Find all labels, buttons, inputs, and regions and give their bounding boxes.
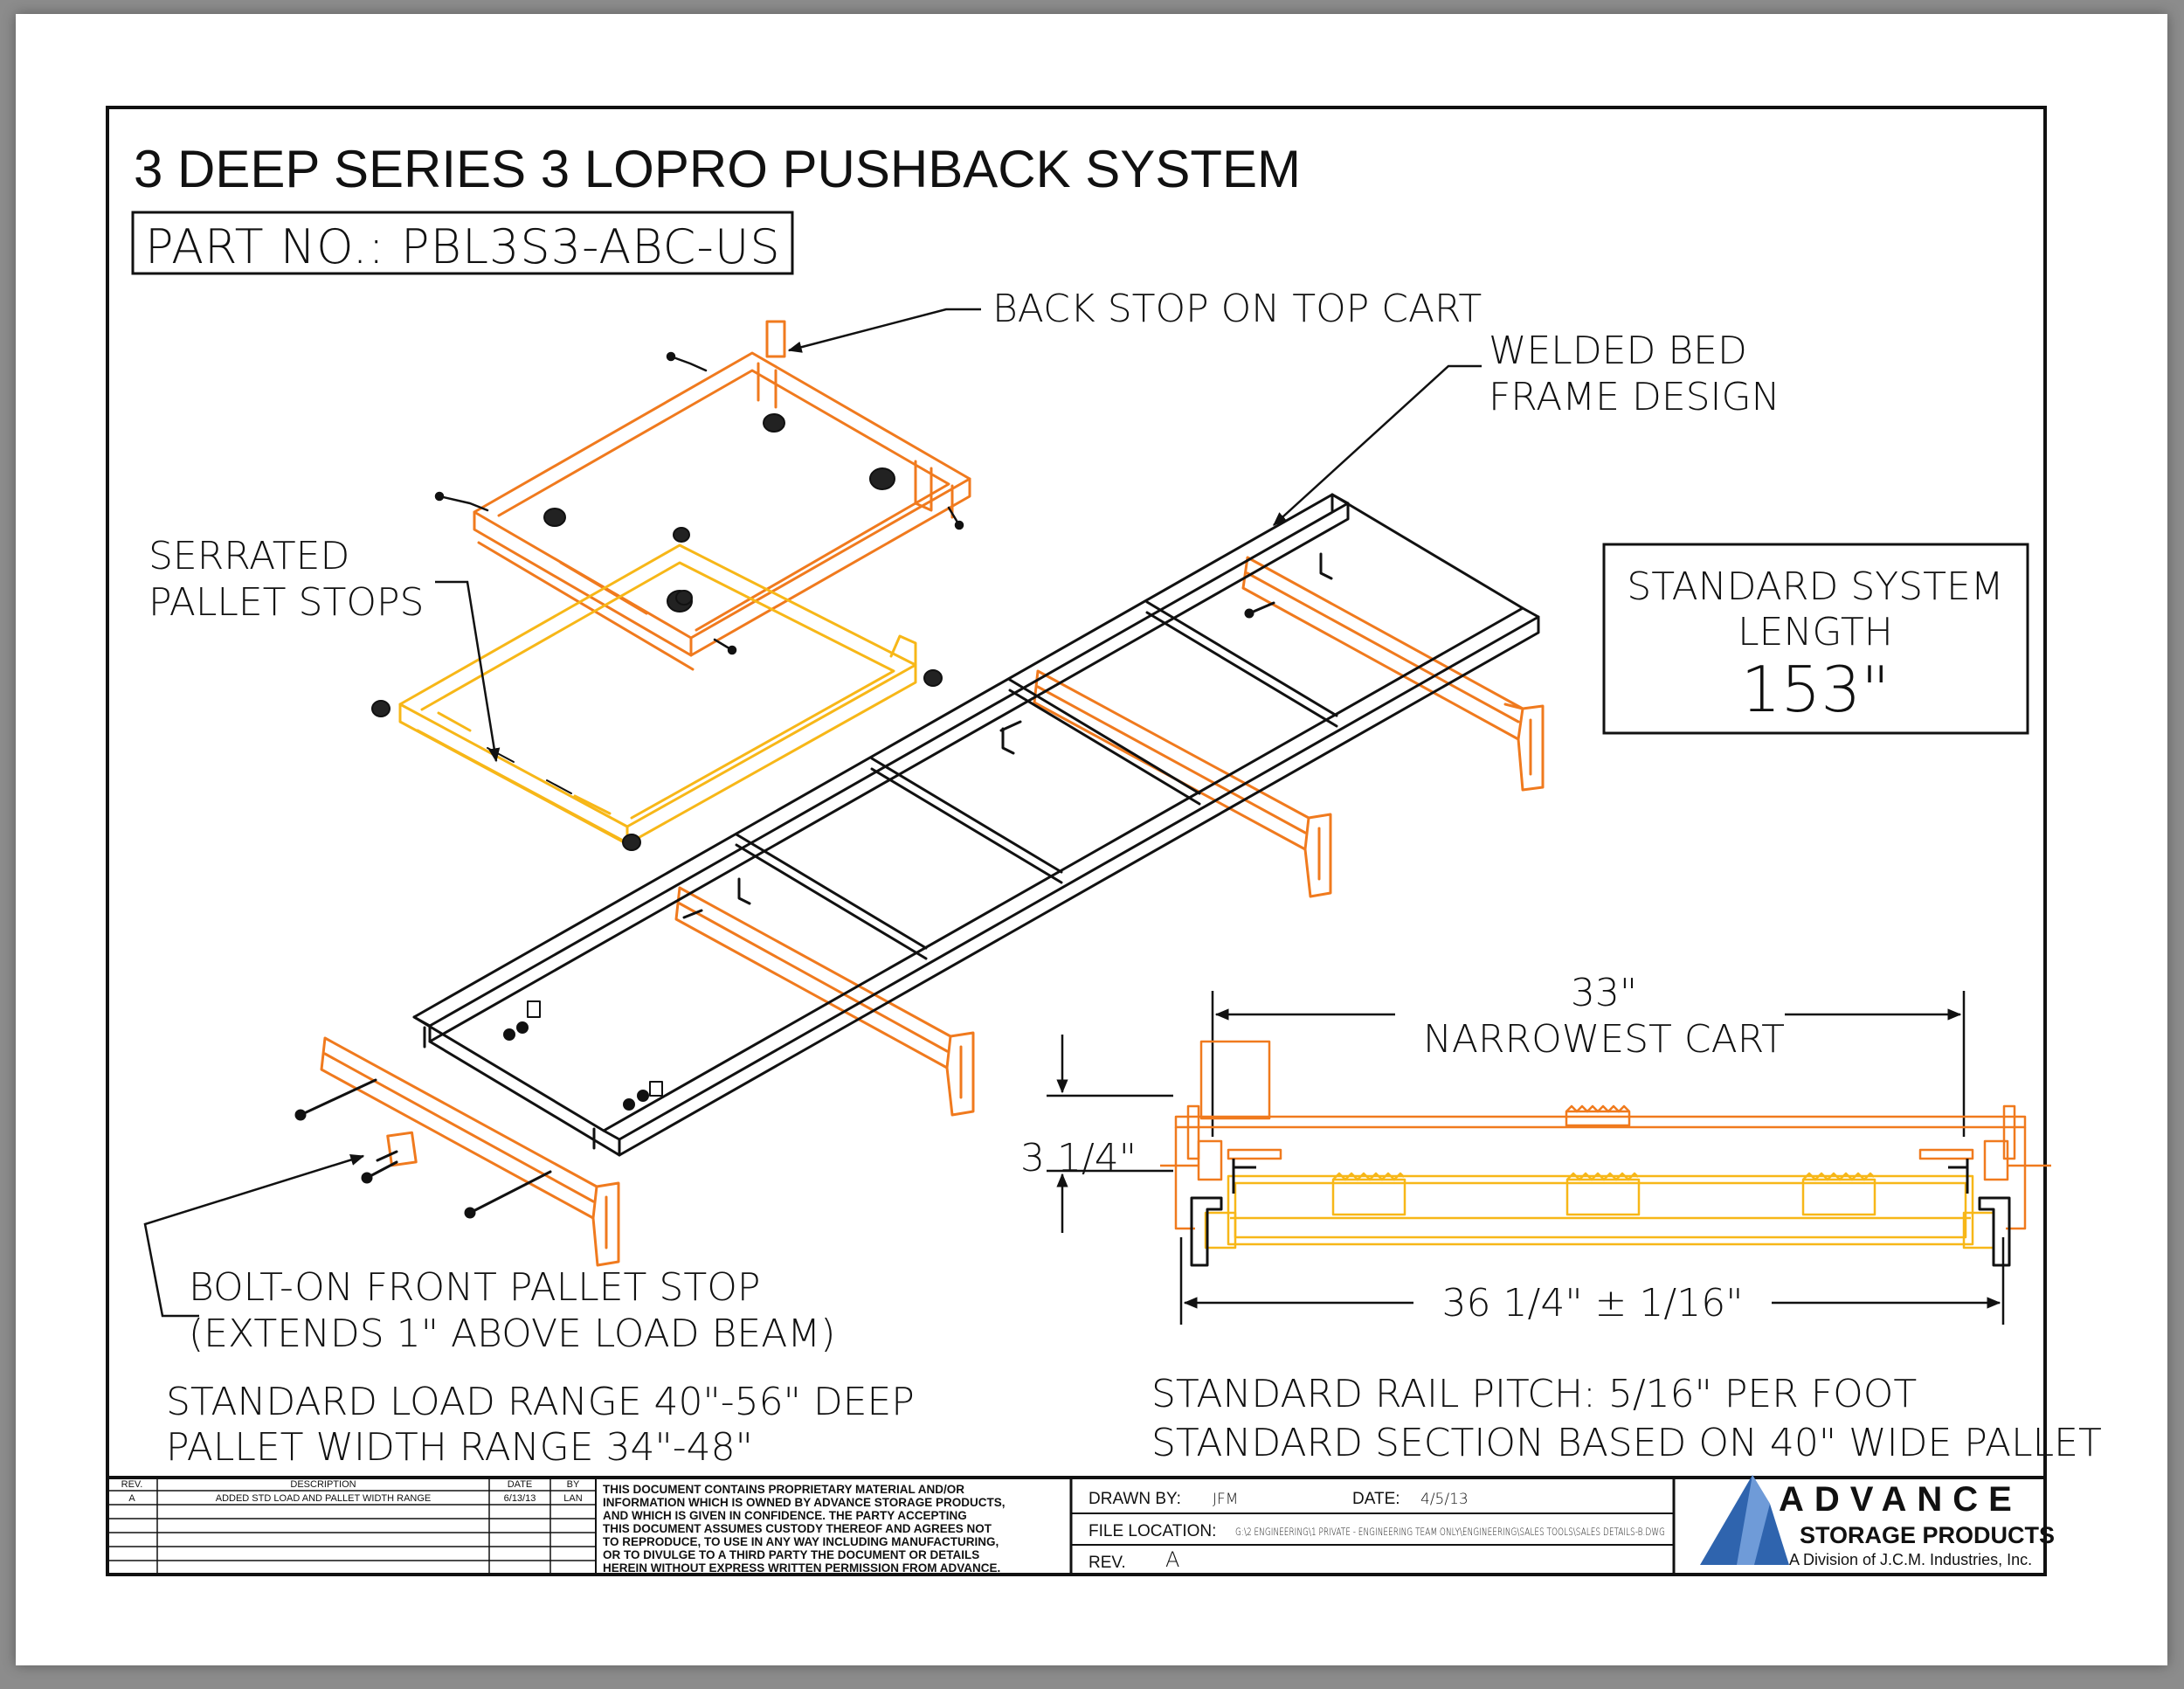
back-stop-callout: BACK STOP ON TOP CART [992,287,1482,331]
front-pallet-stop-plate [386,1131,418,1167]
load-range-note: STANDARD LOAD RANGE 40"-56" DEEP [166,1380,915,1424]
svg-text:INFORMATION WHICH IS OWNED BY: INFORMATION WHICH IS OWNED BY ADVANCE ST… [603,1496,1006,1509]
top-cart [473,320,971,671]
pushback-assembly [294,320,1545,1267]
rev-row-rev: A [128,1493,135,1504]
cart-width-value: 33" [1571,971,1637,1015]
welded-bed-callout-2: FRAME DESIGN [1489,375,1780,419]
part-number: PART NO.: PBL3S3-ABC-US [145,219,781,274]
pallet-width-note: PALLET WIDTH RANGE 34"-48" [166,1425,753,1470]
rev-row-date: 6/13/13 [504,1493,536,1504]
svg-text:THIS DOCUMENT ASSUMES CUSTODY: THIS DOCUMENT ASSUMES CUSTODY THEREOF AN… [603,1522,992,1535]
load-beam-mid-front [674,886,975,1117]
part-number-box [131,211,794,275]
rail-width-value: 36 1/4" ± 1/16" [1442,1281,1744,1326]
rev-header-by: BY [567,1479,580,1490]
system-length-line2: LENGTH [1738,610,1893,654]
svg-text:HEREIN WITHOUT EXPRESS WRITTEN: HEREIN WITHOUT EXPRESS WRITTEN PERMISSIO… [603,1561,1000,1575]
serrated-callout-2: PALLET STOPS [149,580,424,625]
section-yellow-cart [1204,1172,1995,1249]
rev-row-by: LAN [563,1493,582,1504]
svg-text:THIS DOCUMENT CONTAINS PROPRIE: THIS DOCUMENT CONTAINS PROPRIETARY MATER… [603,1483,964,1496]
rev-header-rev: REV. [121,1479,143,1490]
logo-subtitle: STORAGE PRODUCTS [1800,1522,2055,1548]
middle-cart [398,543,917,846]
serrated-stop [487,747,572,794]
welded-bed-callout-1: WELDED BED [1489,329,1747,373]
logo-division: A Division of J.C.M. Industries, Inc. [1789,1551,2032,1568]
system-length-box [1602,543,2029,735]
load-beam-mid-rear [1033,669,1332,898]
rail-width-dimension [1179,1237,2005,1325]
welded-bed-frame [412,493,1540,1157]
section-basis-note: STANDARD SECTION BASED ON 40" WIDE PALLE… [1151,1421,2102,1465]
rev-value: A [1165,1547,1179,1572]
logo-name: ADVANCE [1779,1480,2022,1519]
cart-width-label: NARROWEST CART [1423,1017,1785,1062]
disclaimer: THIS DOCUMENT CONTAINS PROPRIETARY MATER… [603,1483,1006,1575]
system-length-line1: STANDARD SYSTEM [1627,564,2003,609]
drawn-by-value: JFM [1213,1491,1238,1508]
date-label: DATE: [1352,1490,1400,1508]
top-cart-axles [434,351,964,655]
file-location-label: FILE LOCATION: [1089,1522,1216,1540]
system-length-value: 153" [1741,653,1890,726]
callout-leaders [143,308,1482,1318]
drawing-canvas: 3 DEEP SERIES 3 LOPRO PUSHBACK SYSTEM PA… [106,106,2102,1576]
date-value: 4/5/13 [1420,1491,1469,1508]
bolt-on-callout-2: (EXTENDS 1" ABOVE LOAD BEAM) [189,1312,835,1356]
svg-text:TO REPRODUCE, TO USE IN ANY WA: TO REPRODUCE, TO USE IN ANY WAY INCLUDIN… [603,1535,999,1548]
section-rails [1190,1159,2011,1267]
rev-label: REV. [1089,1554,1126,1572]
load-beams [320,556,1545,1267]
cart-width-dimension [1211,991,1966,1137]
bolt-on-callout-1: BOLT-ON FRONT PALLET STOP [189,1265,760,1310]
section-orange-cart [1160,1104,2051,1230]
load-beam-front [320,1036,620,1267]
rail-pitch-note: STANDARD RAIL PITCH: 5/16" PER FOOT [1151,1372,1917,1416]
rev-header-date: DATE [508,1479,533,1490]
advance-logo: ADVANCE STORAGE PRODUCTS A Division of J… [1700,1475,2055,1568]
frame-hardware [503,1000,663,1111]
section-view [1047,991,2051,1325]
file-location-value: G:\2 ENGINEERING\1 PRIVATE - ENGINEERING… [1235,1526,1665,1538]
svg-text:AND WHICH IS GIVEN IN CONFIDEN: AND WHICH IS GIVEN IN CONFIDENCE. THE PA… [603,1509,967,1522]
drawing-title: 3 DEEP SERIES 3 LOPRO PUSHBACK SYSTEM [134,140,1301,198]
drawing-border [106,106,2047,1576]
drawing-sheet: 3 DEEP SERIES 3 LOPRO PUSHBACK SYSTEM PA… [16,14,2167,1665]
serrated-callout-1: SERRATED [149,534,349,578]
drawn-by-label: DRAWN BY: [1089,1490,1181,1508]
rev-header-description: DESCRIPTION [290,1479,356,1490]
front-beam-bolts [294,601,1275,1219]
section-top-cart-outline [1199,1040,1271,1120]
height-dimension [1047,1035,1173,1233]
middle-cart-wheels [371,590,943,851]
svg-text:OR TO DIVULGE TO A THIRD PARTY: OR TO DIVULGE TO A THIRD PARTY THE DOCUM… [603,1548,979,1561]
height-value: 3 1/4" [1020,1136,1137,1180]
rev-row-description: ADDED STD LOAD AND PALLET WIDTH RANGE [216,1493,432,1504]
title-block [107,1476,2045,1575]
